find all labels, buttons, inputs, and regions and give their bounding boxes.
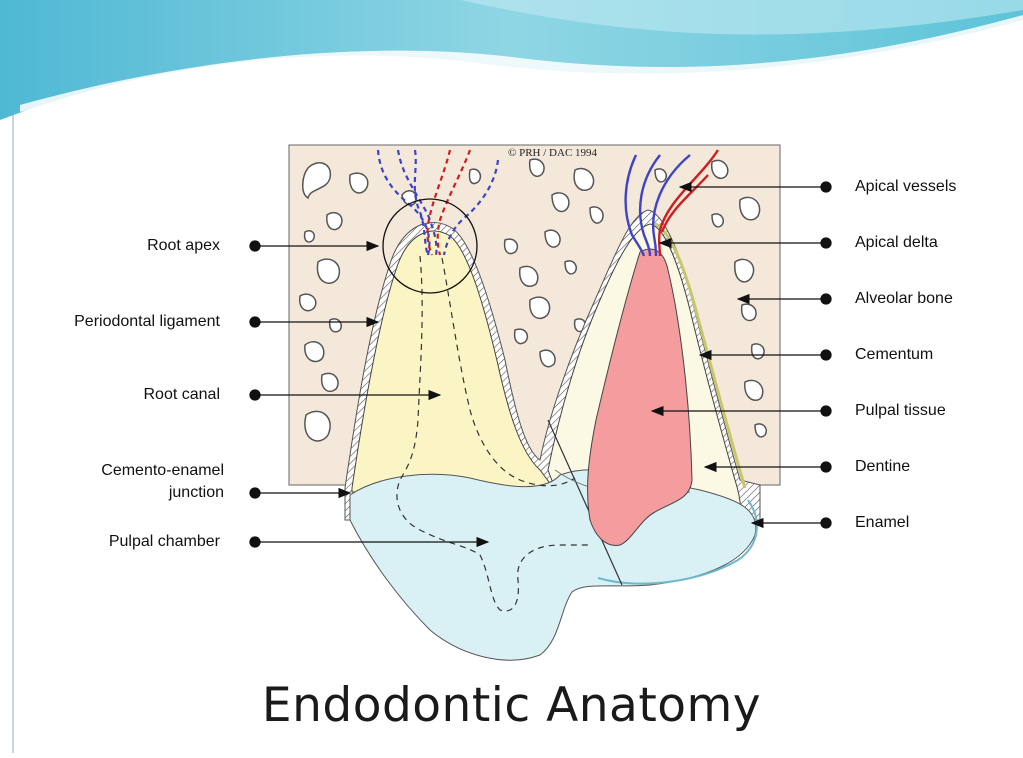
label-pulpal-tissue: Pulpal tissue xyxy=(855,400,946,422)
slide-title: Endodontic Anatomy xyxy=(0,678,1023,733)
header-banner xyxy=(0,0,1023,120)
label-pulpal-chamber: Pulpal chamber xyxy=(50,531,220,553)
label-cementum: Cementum xyxy=(855,344,933,366)
label-cemento-enamel-junction: Cemento-enamel junction xyxy=(40,460,224,504)
label-alveolar-bone: Alveolar bone xyxy=(855,288,953,310)
label-enamel: Enamel xyxy=(855,512,909,534)
label-root-canal: Root canal xyxy=(90,384,220,406)
label-dentine: Dentine xyxy=(855,456,910,478)
label-apical-delta: Apical delta xyxy=(855,232,938,254)
copyright-text: © PRH / DAC 1994 xyxy=(508,147,597,159)
label-periodontal-ligament: Periodontal ligament xyxy=(20,311,220,333)
crown-enamel xyxy=(350,470,756,661)
label-root-apex: Root apex xyxy=(90,235,220,257)
label-apical-vessels: Apical vessels xyxy=(855,176,956,198)
